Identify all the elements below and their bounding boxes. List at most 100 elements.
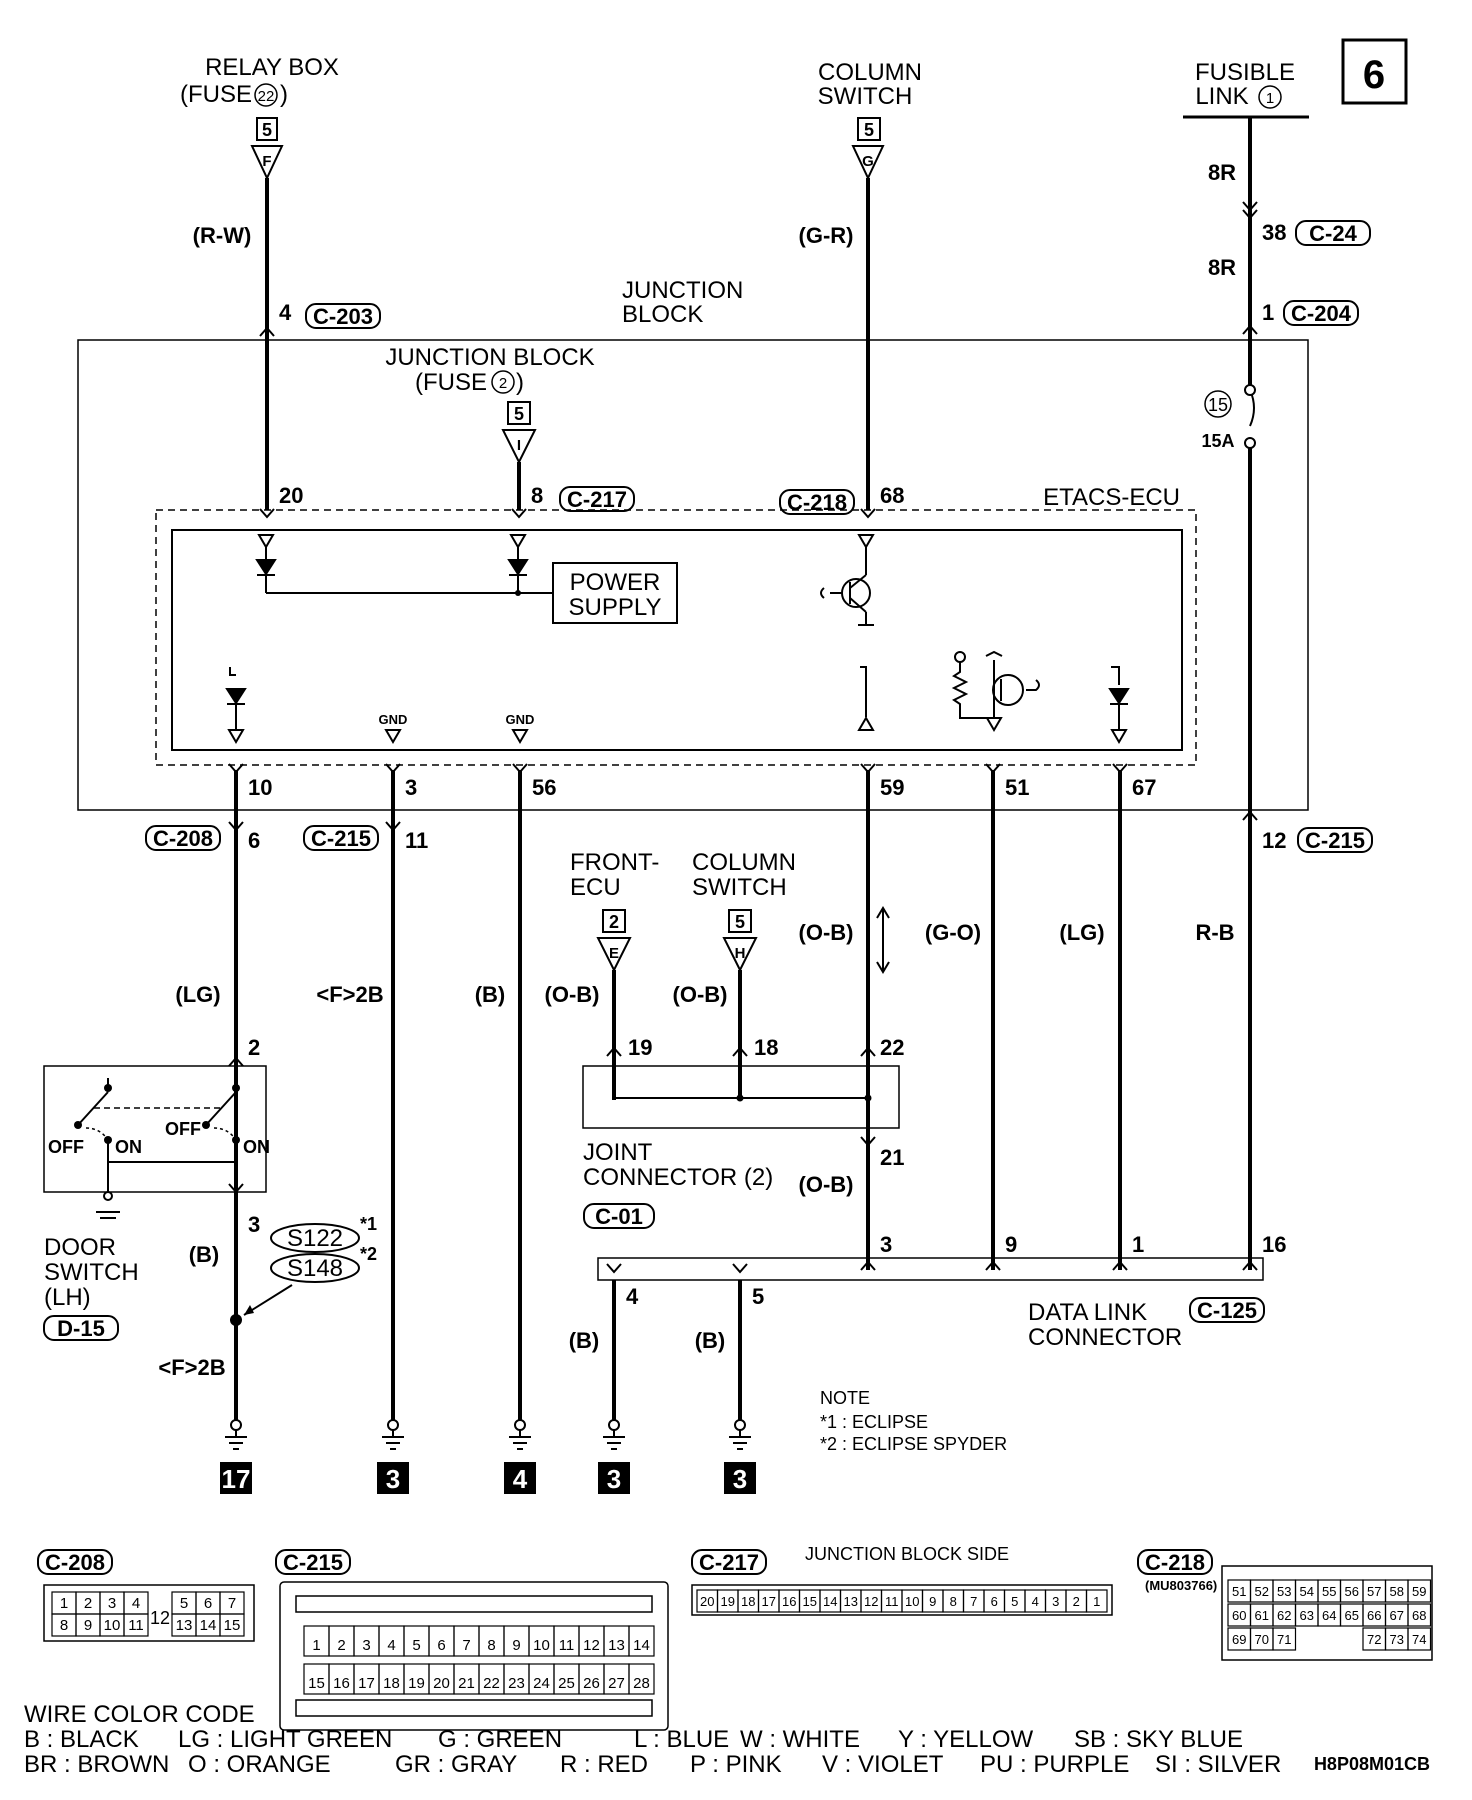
relay-box-box-number: 5	[262, 120, 272, 140]
column-switch-top-arrow-letter: G	[862, 153, 874, 170]
face-c208-pin-11: 11	[128, 1617, 144, 1634]
face-c215-pin-14: 14	[633, 1637, 650, 1654]
wire-rw: (R-W)	[193, 223, 252, 248]
data-link-connector-box	[597, 1257, 1264, 1281]
face-c217-pin-16: 16	[782, 1594, 796, 1609]
junction-block-label-2: BLOCK	[622, 301, 703, 328]
face-c217-label: C-217	[699, 1550, 759, 1575]
pin-3: 3	[405, 775, 417, 800]
junction-fuse-close: )	[516, 369, 524, 396]
face-c215-pin-9: 9	[512, 1637, 520, 1654]
connector-c203: C-203	[313, 304, 373, 329]
front-ecu-label-1: FRONT-	[570, 849, 659, 876]
connector-c01: C-01	[595, 1204, 643, 1229]
splice-s122: S122	[287, 1225, 343, 1252]
door-switch-on-1: ON	[115, 1137, 142, 1157]
face-c215-pin-28: 28	[633, 1675, 650, 1692]
face-c208-pin-12: 12	[150, 1608, 170, 1628]
face-c215-pin-5: 5	[412, 1637, 420, 1654]
face-c208-pin-14: 14	[200, 1617, 217, 1634]
face-c217-pin-18: 18	[741, 1594, 755, 1609]
legend-item: P : PINK	[690, 1751, 782, 1778]
pin-22: 22	[880, 1035, 904, 1060]
face-c217-pin-12: 12	[864, 1594, 878, 1609]
joint-connector-label-2: CONNECTOR (2)	[583, 1164, 773, 1191]
face-c208-pin-9: 9	[84, 1617, 92, 1634]
face-c217-side-label: JUNCTION BLOCK SIDE	[805, 1544, 1009, 1564]
face-c218-pin-73: 73	[1390, 1632, 1404, 1647]
pin-20: 20	[279, 483, 303, 508]
face-c218-cell	[1407, 1627, 1432, 1651]
face-c215-pin-24: 24	[533, 1675, 550, 1692]
face-c215-pin-23: 23	[508, 1675, 525, 1692]
pin-38: 38	[1262, 220, 1286, 245]
pin-2: 2	[248, 1035, 260, 1060]
joint-connector-label-1: JOINT	[583, 1139, 653, 1166]
etacs-ecu-dashed-outline	[155, 509, 1197, 766]
face-c208-cell	[123, 1613, 149, 1637]
connector-c215-a: C-215	[311, 826, 371, 851]
face-c215-pin-11: 11	[559, 1637, 575, 1654]
door-switch-label-1: DOOR	[44, 1234, 116, 1261]
etacs-ecu-inner-box	[171, 529, 1183, 751]
face-c215-pin-20: 20	[433, 1675, 450, 1692]
face-c215-pin-26: 26	[583, 1675, 600, 1692]
dl-pin-16: 16	[1262, 1232, 1286, 1257]
legend-item: SI : SILVER	[1155, 1751, 1281, 1778]
page-number: 6	[1363, 53, 1385, 97]
column-switch-mid-label-1: COLUMN	[692, 849, 796, 876]
ground-3b: 3	[607, 1464, 621, 1494]
face-c215-pin-19: 19	[408, 1675, 425, 1692]
face-c215-label: C-215	[283, 1550, 343, 1575]
wire-go: (G-O)	[925, 920, 981, 945]
face-c215-pin-13: 13	[608, 1637, 625, 1654]
face-c215-cell	[628, 1663, 655, 1695]
pin-11: 11	[405, 828, 428, 853]
legend-item: PU : PURPLE	[980, 1751, 1129, 1778]
face-c208-cell	[219, 1613, 245, 1637]
note-line-1: *1 : ECLIPSE	[820, 1412, 928, 1432]
dl-pin-1: 1	[1132, 1232, 1144, 1257]
face-c218-label: C-218	[1145, 1550, 1205, 1575]
face-c215-pin-12: 12	[583, 1637, 600, 1654]
face-c215-pin-25: 25	[558, 1675, 575, 1692]
legend-item: L : BLUE	[634, 1726, 729, 1753]
face-c208-pin-3: 3	[108, 1595, 116, 1612]
face-c215-pin-3: 3	[362, 1637, 370, 1654]
wire-ob-2: (O-B)	[673, 982, 728, 1007]
face-c218-pin-60: 60	[1232, 1608, 1246, 1623]
front-ecu-box-number: 2	[609, 912, 619, 932]
pin-67: 67	[1132, 775, 1156, 800]
face-c218-pin-65: 65	[1345, 1608, 1359, 1623]
dl-pin-5: 5	[752, 1284, 764, 1309]
face-c215-pin-17: 17	[358, 1675, 375, 1692]
face-c217-pin-15: 15	[803, 1594, 817, 1609]
column-switch-top-label-1: COLUMN	[818, 59, 922, 86]
face-c217-pin-9: 9	[929, 1594, 936, 1609]
wire-b-1: (B)	[475, 982, 506, 1007]
face-c218-pin-63: 63	[1300, 1608, 1314, 1623]
page-number-box: 6	[1341, 38, 1408, 105]
legend-item: Y : YELLOW	[898, 1726, 1034, 1753]
wire-ob-4: (O-B)	[799, 1172, 854, 1197]
fusible-link-number: 1	[1266, 90, 1274, 107]
pin-8: 8	[531, 483, 543, 508]
wire-ob-1: (O-B)	[545, 982, 600, 1007]
face-c215-pin-7: 7	[462, 1637, 470, 1654]
junction-fuse-number: 2	[499, 375, 507, 392]
face-c218-pin-71: 71	[1277, 1632, 1291, 1647]
fusible-link-label-1: FUSIBLE	[1195, 59, 1295, 86]
face-c217-pin-5: 5	[1011, 1594, 1018, 1609]
face-c208-pin-15: 15	[224, 1617, 241, 1634]
splice-point	[230, 1314, 242, 1326]
face-c218-part-number: (MU803766)	[1145, 1578, 1217, 1593]
junction-fuse-label-2: (FUSE	[415, 369, 487, 396]
pin-18: 18	[754, 1035, 778, 1060]
connector-c208: C-208	[153, 826, 213, 851]
face-c217-pin-7: 7	[970, 1594, 977, 1609]
connector-d15: D-15	[57, 1316, 105, 1341]
splice-marker-2: *2	[360, 1244, 377, 1264]
